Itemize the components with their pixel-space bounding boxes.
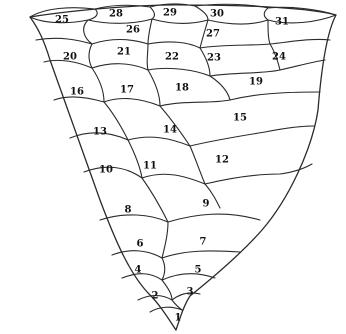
segment-label-4: 4	[135, 265, 142, 276]
segment-label-18: 18	[175, 83, 189, 94]
segment-label-12: 12	[215, 155, 229, 166]
segment-label-31: 31	[275, 17, 289, 28]
segment-label-3: 3	[187, 287, 194, 298]
segment-label-6: 6	[137, 239, 144, 250]
segment-label-20: 20	[63, 52, 77, 63]
segment-label-13: 13	[93, 127, 107, 138]
segment-label-5: 5	[195, 265, 202, 276]
segment-label-1: 1	[175, 313, 182, 324]
segment-label-21: 21	[117, 47, 131, 58]
segment-label-29: 29	[163, 8, 177, 19]
segment-label-16: 16	[70, 87, 84, 98]
segment-label-17: 17	[120, 85, 134, 96]
segment-label-19: 19	[249, 77, 263, 88]
segment-label-2: 2	[152, 291, 159, 302]
segment-label-28: 28	[109, 9, 123, 20]
segment-label-30: 30	[210, 9, 224, 20]
segment-label-11: 11	[143, 161, 157, 172]
segment-label-24: 24	[272, 52, 286, 63]
segment-label-26: 26	[126, 25, 140, 36]
segment-label-7: 7	[200, 237, 207, 248]
segment-label-10: 10	[99, 165, 113, 176]
segment-label-25: 25	[55, 15, 69, 26]
segment-label-9: 9	[203, 199, 210, 210]
segment-label-22: 22	[165, 52, 179, 63]
segment-label-8: 8	[125, 205, 132, 216]
segment-label-15: 15	[233, 113, 247, 124]
segment-label-23: 23	[207, 53, 221, 64]
segment-label-14: 14	[163, 125, 177, 136]
segment-label-27: 27	[206, 29, 220, 40]
